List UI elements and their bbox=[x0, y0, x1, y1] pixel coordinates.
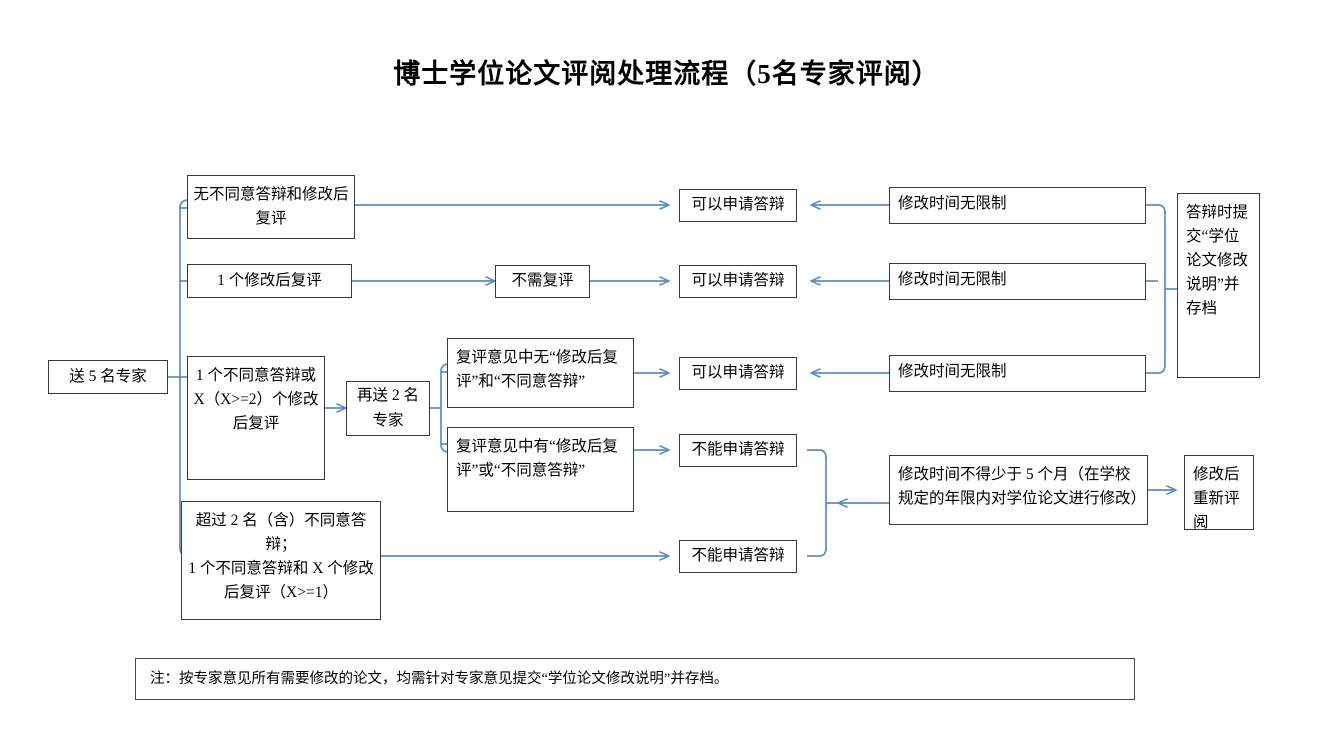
node-start[interactable]: 送 5 名专家 bbox=[48, 360, 168, 394]
footer-note: 注：按专家意见所有需要修改的论文，均需针对专家意见提交“学位论文修改说明”并存档… bbox=[135, 658, 1135, 700]
node-cannot-apply-defense-2[interactable]: 不能申请答辩 bbox=[679, 540, 797, 573]
node-review-opinion-clean[interactable]: 复评意见中无“修改后复评”和“不同意答辩” bbox=[447, 338, 634, 408]
node-branch-over-two-disagree[interactable]: 超过 2 名（含）不同意答辩； 1 个不同意答辩和 X 个修改后复评（X>=1） bbox=[181, 501, 381, 620]
node-unlimited-revision-time-3[interactable]: 修改时间无限制 bbox=[889, 355, 1146, 392]
node-resend-two-experts[interactable]: 再送 2 名专家 bbox=[346, 381, 430, 436]
node-can-apply-defense-2[interactable]: 可以申请答辩 bbox=[679, 265, 797, 298]
node-branch-one-disagree[interactable]: 1 个不同意答辩或 X（X>=2）个修改后复评 bbox=[187, 356, 325, 480]
node-branch-one-revision[interactable]: 1 个修改后复评 bbox=[187, 264, 352, 298]
node-branch-no-objection[interactable]: 无不同意答辩和修改后复评 bbox=[187, 175, 355, 239]
node-can-apply-defense-1[interactable]: 可以申请答辩 bbox=[679, 189, 797, 222]
node-no-rereview[interactable]: 不需复评 bbox=[495, 265, 590, 298]
node-submit-revision-statement[interactable]: 答辩时提交“学位论文修改说明”并存档 bbox=[1177, 193, 1260, 378]
node-cannot-apply-defense-1[interactable]: 不能申请答辩 bbox=[679, 434, 797, 467]
page-title: 博士学位论文评阅处理流程（5名专家评阅） bbox=[393, 59, 940, 89]
node-unlimited-revision-time-1[interactable]: 修改时间无限制 bbox=[889, 187, 1146, 224]
node-five-months-revision[interactable]: 修改时间不得少于 5 个月（在学校规定的年限内对学位论文进行修改） bbox=[889, 455, 1148, 525]
node-review-opinion-problem[interactable]: 复评意见中有“修改后复评”或“不同意答辩” bbox=[447, 427, 634, 512]
node-re-review-after-revision[interactable]: 修改后重新评阅 bbox=[1184, 455, 1254, 531]
node-unlimited-revision-time-2[interactable]: 修改时间无限制 bbox=[889, 263, 1146, 300]
node-can-apply-defense-3[interactable]: 可以申请答辩 bbox=[679, 357, 797, 390]
